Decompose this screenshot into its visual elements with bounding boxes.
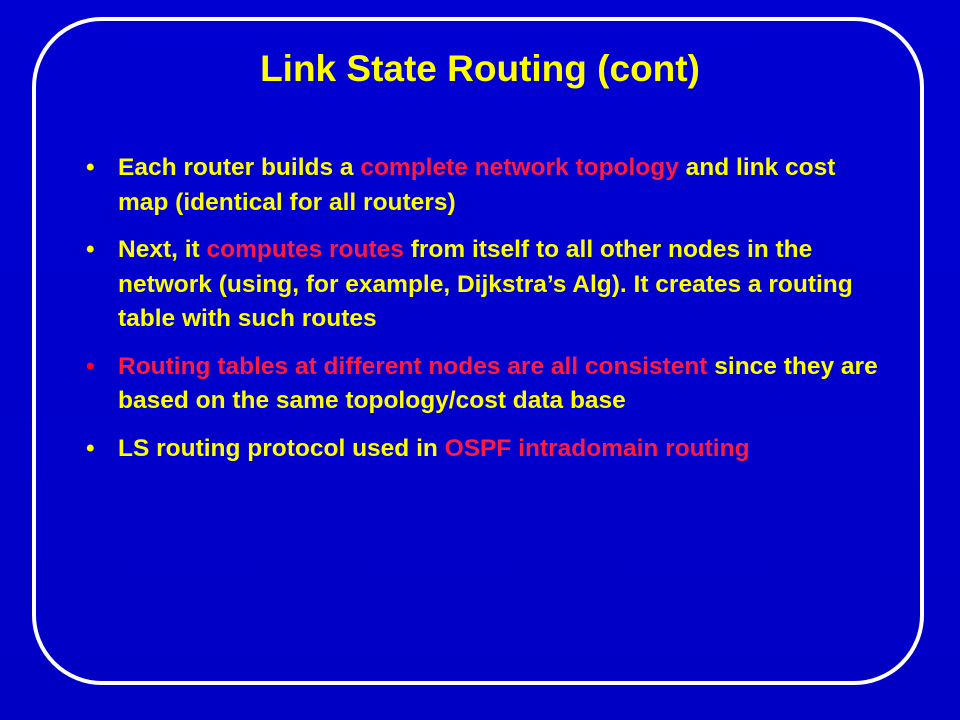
bullet-list: • Each router builds a complete network … [82,151,882,479]
bullet-1-highlight: complete network topology [360,154,679,181]
bullet-dot-icon: • [86,434,95,462]
bullet-item-2: • Next, it computes routes from itself t… [82,233,882,337]
bullet-2-text-b: from itself to all other nodes in the ne… [118,236,853,332]
bullet-item-4: • LS routing protocol used in OSPF intra… [82,432,882,467]
bullet-item-3: • Routing tables at different nodes are … [82,350,882,419]
bullet-2-highlight: computes routes [206,236,404,263]
bullet-4-highlight: OSPF intradomain routing [444,434,750,462]
slide-title: Link State Routing (cont) [260,48,700,89]
bullet-1-text-a: Each router builds a [118,154,361,181]
bullet-1-text-b: and link cost map (identical for all rou… [118,154,836,216]
bullet-2-text-a: Next, it [118,236,207,263]
bullet-dot-icon: • [86,236,95,263]
slide-frame [32,17,924,685]
bullet-4-text-a: LS routing protocol used in [118,434,445,462]
bullet-item-1: • Each router builds a complete network … [82,151,882,220]
bullet-3-highlight: Routing tables at different nodes are al… [118,352,708,380]
bullet-3-text-a: since they are based on the same topolog… [118,352,878,415]
bullet-dot-icon: • [86,154,95,181]
bullet-dot-icon: • [86,352,95,380]
